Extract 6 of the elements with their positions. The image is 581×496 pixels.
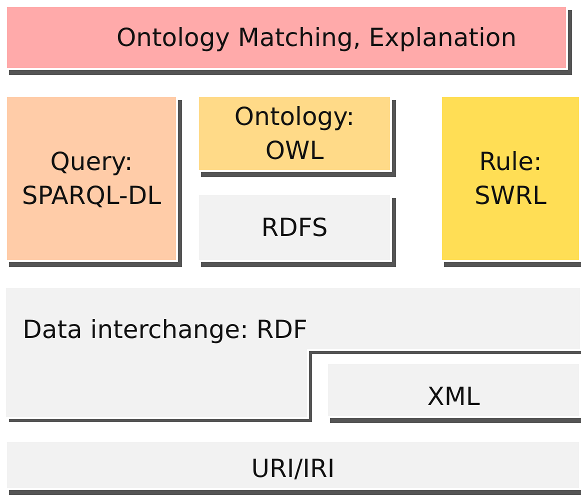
layer-label: Rule: SWRL (474, 146, 548, 212)
layer-label: URI/IRI (251, 453, 335, 485)
layer-label: Ontology: OWL (233, 100, 356, 166)
layer-label: Ontology Matching, Explanation (116, 22, 517, 54)
layer-label: Query: SPARQL-DL (20, 146, 162, 212)
layer-label: RDFS (261, 212, 328, 244)
